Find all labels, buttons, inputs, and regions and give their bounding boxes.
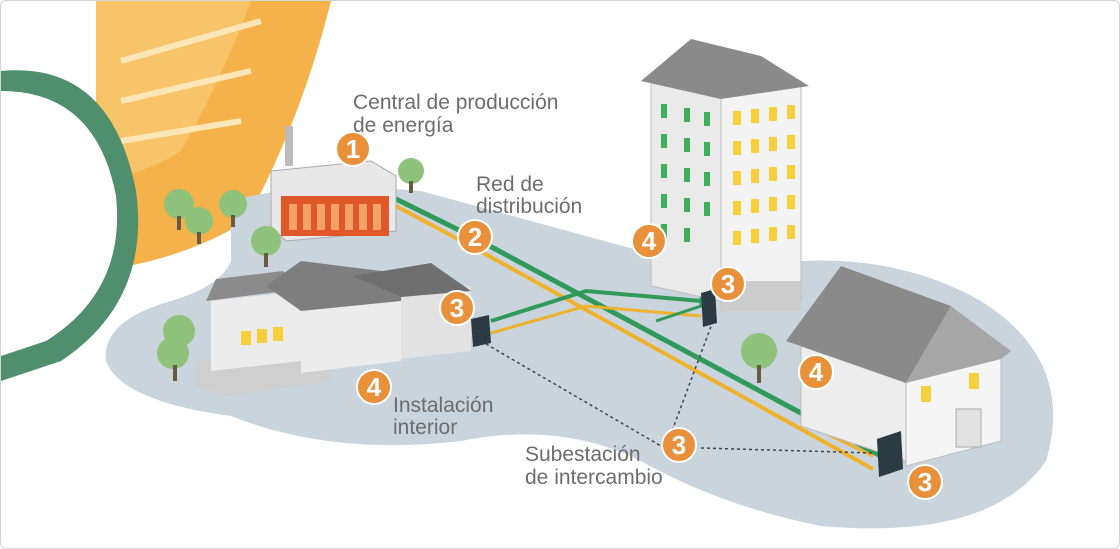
marker-substation-building: 3 xyxy=(710,266,746,302)
substation-units xyxy=(471,289,903,477)
sun-background xyxy=(1,1,331,382)
power-plant xyxy=(270,126,397,242)
marker-interior-house-left: 4 xyxy=(356,369,392,405)
label-interior-line1: Instalación xyxy=(393,394,493,417)
marker-network-number: 2 xyxy=(468,222,482,252)
marker-substation-house-number: 3 xyxy=(450,293,464,323)
marker-interior-building: 4 xyxy=(631,223,667,259)
marker-interior-building-number: 4 xyxy=(642,226,657,256)
detached-house xyxy=(786,266,1011,467)
substation-pointers xyxy=(485,320,874,454)
marker-production-number: 1 xyxy=(346,134,360,164)
marker-substation-label: 3 xyxy=(661,427,697,463)
marker-substation-label-number: 3 xyxy=(672,430,686,460)
label-network-line1: Red de xyxy=(476,173,544,196)
marker-interior-house-left-number: 4 xyxy=(367,372,382,402)
marker-substation-house: 3 xyxy=(439,290,475,326)
apartment-building xyxy=(641,39,809,312)
marker-interior-house-right: 4 xyxy=(798,354,834,390)
label-production-line1: Central de producción xyxy=(353,91,558,114)
label-substation-line2: de intercambio xyxy=(525,466,663,489)
trees xyxy=(157,158,777,383)
marker-production: 1 xyxy=(335,131,371,167)
low-house xyxy=(196,261,471,396)
marker-network: 2 xyxy=(457,219,493,255)
label-substation-line1: Subestación xyxy=(525,443,641,466)
label-interior-line2: interior xyxy=(393,416,457,439)
label-network-line2: distribución xyxy=(476,195,582,218)
marker-substation-right: 3 xyxy=(907,464,943,500)
marker-substation-right-number: 3 xyxy=(918,467,932,497)
marker-interior-house-right-number: 4 xyxy=(809,357,824,387)
marker-substation-building-number: 3 xyxy=(721,269,735,299)
label-production-line2: de energía xyxy=(353,114,454,137)
